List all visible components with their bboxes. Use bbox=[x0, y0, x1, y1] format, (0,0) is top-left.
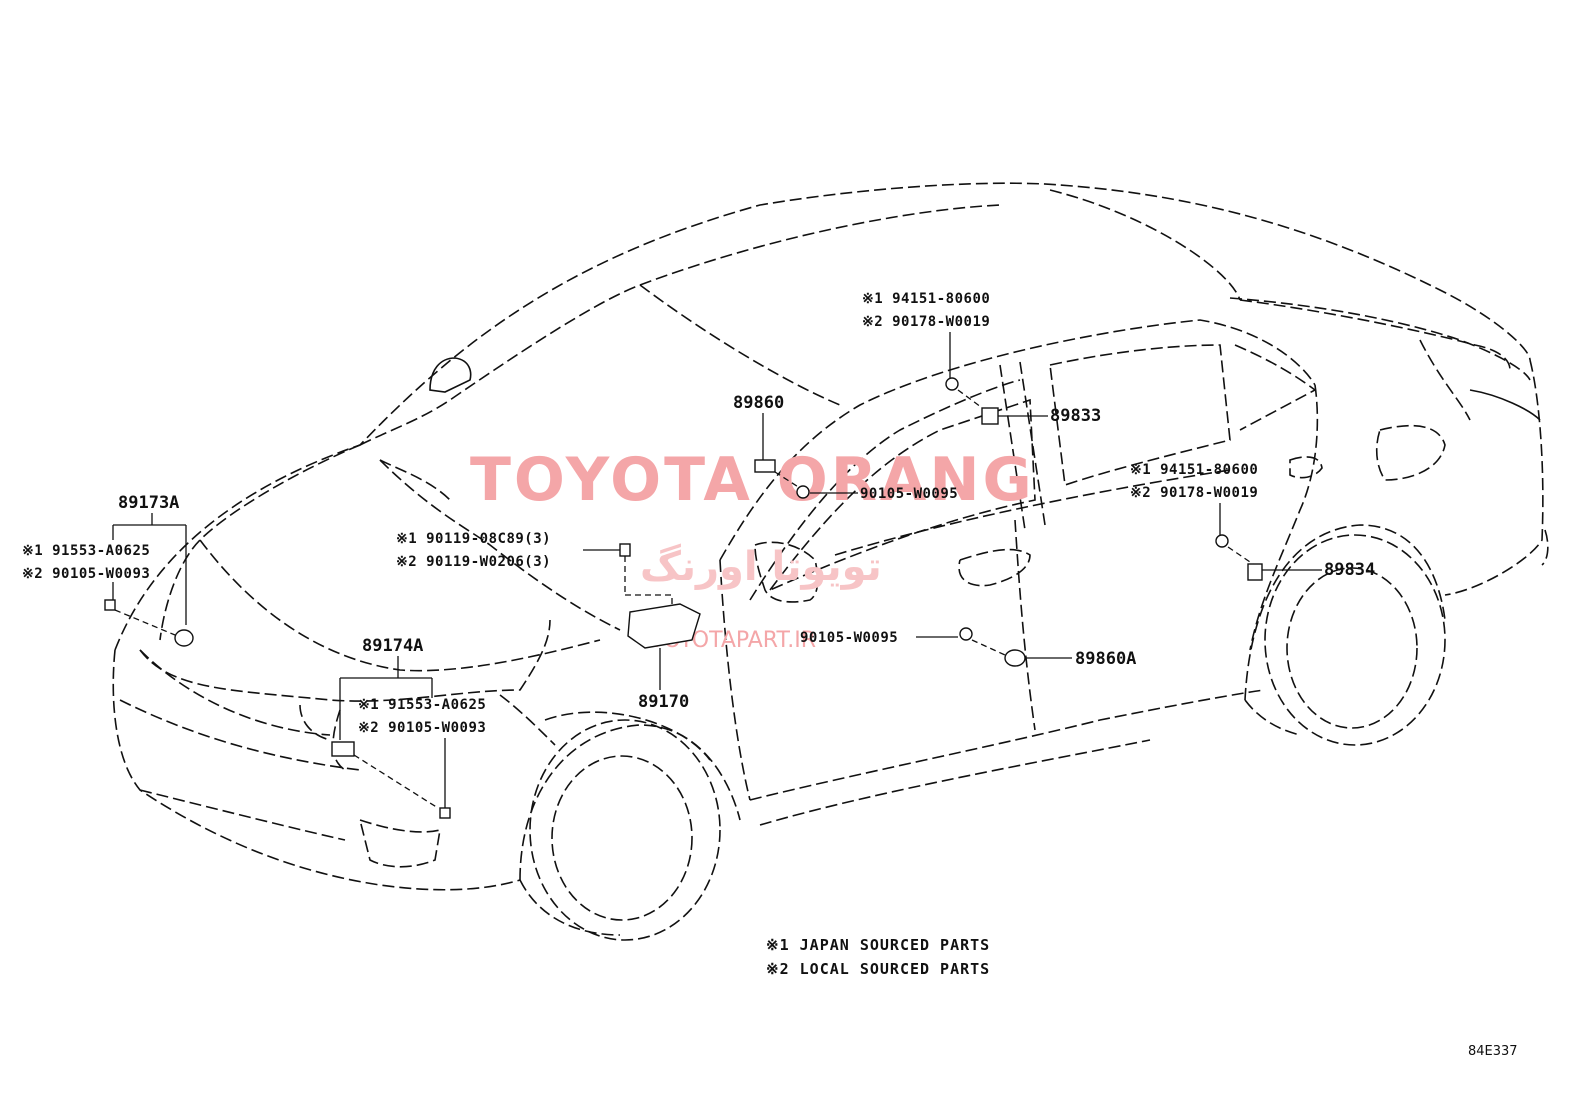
legend-notes: ※1 JAPAN SOURCED PARTS ※2 LOCAL SOURCED … bbox=[766, 936, 990, 978]
note-japan: ※1 JAPAN SOURCED PARTS bbox=[766, 936, 990, 954]
watermark-brand-fa: تویوتا اورنگ bbox=[640, 543, 882, 590]
sensor-icon bbox=[1247, 563, 1263, 581]
car-outline bbox=[112, 182, 1549, 941]
callout-b-pillar-2: ※2 90178-W0019 bbox=[862, 314, 990, 330]
callout-bolt-lower: 90105-W0095 bbox=[800, 630, 898, 646]
callout-ecu-bolt-1: ※1 90119-08C89(3) bbox=[396, 531, 551, 547]
part-89174A[interactable]: 89174A ※1 91553-A0625 ※2 90105-W0093 bbox=[331, 636, 486, 819]
bolt-icon bbox=[959, 627, 973, 641]
part-number-89833: 89833 bbox=[1050, 406, 1101, 426]
sensor-icon bbox=[331, 741, 355, 757]
callout-front-left-2: ※2 90105-W0093 bbox=[22, 566, 150, 582]
sensor-icon bbox=[754, 459, 776, 473]
watermark: TOYOTA ORANG تویوتا اورنگ TOYOTAPART.IR bbox=[470, 445, 1035, 653]
callout-rear-1: ※1 94151-80600 bbox=[1130, 462, 1258, 478]
sensor-icon bbox=[981, 407, 999, 425]
callout-ecu-bolt-2: ※2 90119-W0206(3) bbox=[396, 554, 551, 570]
bolt-icon bbox=[796, 485, 810, 499]
part-89173A[interactable]: 89173A ※1 91553-A0625 ※2 90105-W0093 bbox=[22, 493, 194, 647]
part-89860A[interactable]: 90105-W0095 89860A bbox=[800, 627, 1136, 669]
nut-icon bbox=[945, 377, 959, 391]
callout-front-mid-2: ※2 90105-W0093 bbox=[358, 720, 486, 736]
nut-icon bbox=[1215, 534, 1229, 548]
sensor-icon bbox=[174, 629, 194, 647]
part-89860[interactable]: 89860 90105-W0095 bbox=[733, 393, 958, 502]
figure-code: 84E337 bbox=[1468, 1044, 1518, 1059]
part-number-89860A: 89860A bbox=[1075, 649, 1136, 669]
part-89833[interactable]: ※1 94151-80600 ※2 90178-W0019 89833 bbox=[862, 291, 1101, 426]
callout-b-pillar-1: ※1 94151-80600 bbox=[862, 291, 990, 307]
callout-rear-2: ※2 90178-W0019 bbox=[1130, 485, 1258, 501]
part-number-89834: 89834 bbox=[1324, 560, 1375, 580]
part-number-89860: 89860 bbox=[733, 393, 784, 413]
callout-front-mid-1: ※1 91553-A0625 bbox=[358, 697, 486, 713]
bolt-icon bbox=[439, 807, 451, 819]
bolt-icon bbox=[619, 543, 631, 557]
sensor-icon bbox=[1004, 649, 1026, 667]
part-number-89170: 89170 bbox=[638, 692, 689, 712]
callout-bolt-upper: 90105-W0095 bbox=[860, 486, 958, 502]
ecu-icon bbox=[627, 603, 701, 649]
part-89170[interactable]: ※1 90119-08C89(3) ※2 90119-W0206(3) 8917… bbox=[396, 531, 701, 712]
watermark-brand: TOYOTA ORANG bbox=[470, 445, 1035, 515]
bolt-icon bbox=[104, 599, 116, 611]
part-number-89173A: 89173A bbox=[118, 493, 179, 513]
note-local: ※2 LOCAL SOURCED PARTS bbox=[766, 960, 990, 978]
callout-front-left-1: ※1 91553-A0625 bbox=[22, 543, 150, 559]
part-number-89174A: 89174A bbox=[362, 636, 423, 656]
part-89834[interactable]: ※1 94151-80600 ※2 90178-W0019 89834 bbox=[1130, 462, 1375, 581]
